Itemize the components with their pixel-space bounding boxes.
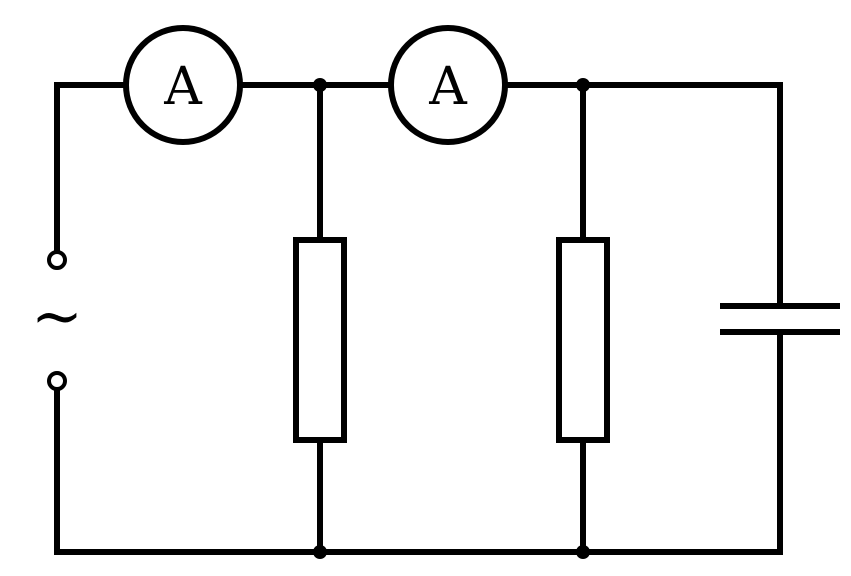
ammeter-1: A: [123, 25, 243, 145]
ammeter-2-label: A: [428, 57, 468, 117]
junction-top-2: [576, 78, 590, 92]
ammeter-1-label: A: [163, 57, 203, 117]
ammeter-2-circle: [388, 25, 508, 145]
junction-bottom-1: [313, 545, 327, 559]
junction-top-1: [313, 78, 327, 92]
junctions: [313, 78, 590, 559]
ammeter-1-circle: [123, 25, 243, 145]
ac-symbol: ~: [31, 279, 83, 352]
ammeter-2: A: [388, 25, 508, 145]
ac-source: ~: [31, 250, 83, 391]
wires: [54, 82, 783, 555]
source-terminal-top: [47, 250, 67, 270]
resistor-2: [556, 237, 610, 443]
capacitor: [720, 303, 840, 335]
junction-bottom-2: [576, 545, 590, 559]
source-terminal-bottom: [47, 371, 67, 391]
resistor-1: [293, 237, 347, 443]
